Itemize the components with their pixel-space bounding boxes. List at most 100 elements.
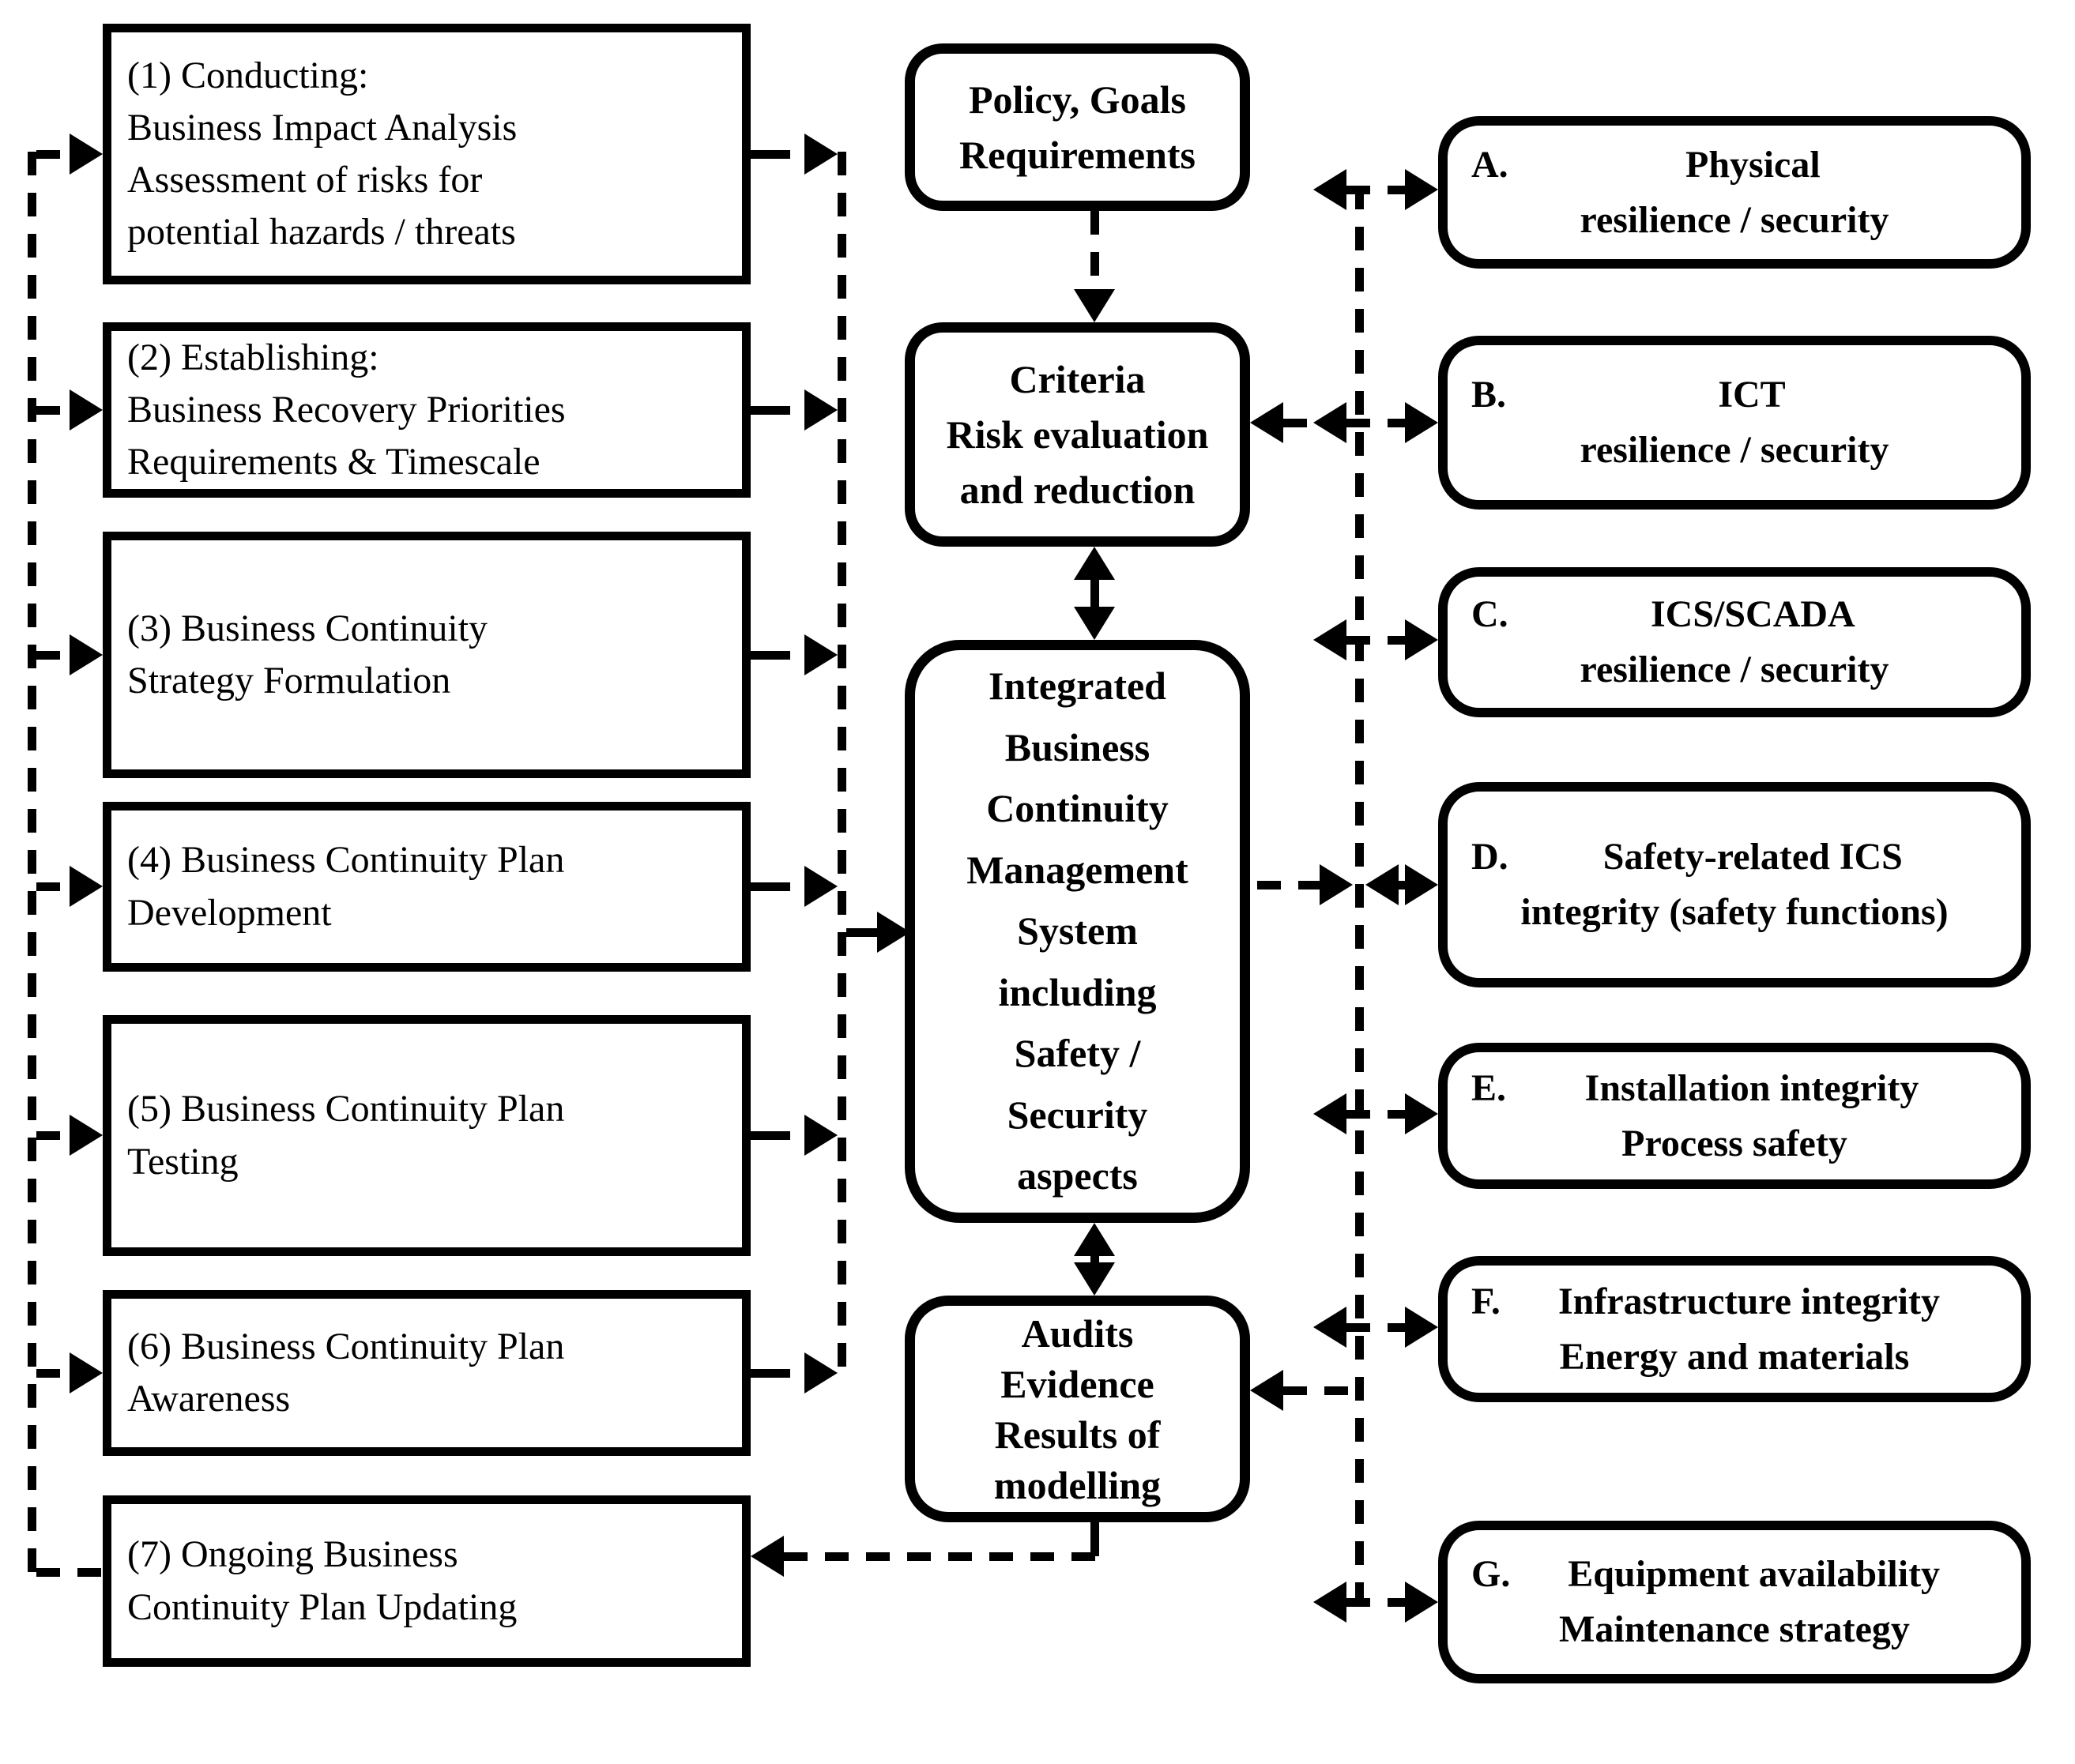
arrowhead-left-row-e xyxy=(1313,1093,1346,1134)
arrowhead-into-box-7 xyxy=(751,1536,784,1577)
right-box-e-installation: E. Installation integrity Process safety xyxy=(1438,1043,2031,1189)
left-loop-feed-line-1 xyxy=(36,150,71,159)
arrowhead-into-box-a xyxy=(1405,169,1438,210)
right-box-b-ict: B. ICT resilience / security xyxy=(1438,336,2031,510)
left-loop-feed-line-2 xyxy=(36,406,71,415)
center-box-policy-goals: Policy, Goals Requirements xyxy=(905,43,1250,211)
right-box-f-line1: Infrastructure integrity xyxy=(1557,1280,1940,1322)
center-box-audits-text: Audits Evidence Results of modelling xyxy=(993,1311,1162,1507)
left-loop-vertical-dashed-line xyxy=(28,152,36,1576)
right-box-b-letter: B. xyxy=(1471,374,1507,416)
collector-feed-line-4 xyxy=(751,882,804,891)
collector-feed-line-1 xyxy=(751,150,804,159)
collector-vertical-dashed-line xyxy=(838,152,846,1384)
arrowhead-feed-5-into-collector xyxy=(804,1115,838,1156)
right-bus-link-b xyxy=(1346,419,1405,427)
left-loop-feed-line-6 xyxy=(36,1369,71,1378)
right-box-a-line1: Physical xyxy=(1685,143,1821,186)
left-box-3-strategy-formulation: (3) Business Continuity Strategy Formula… xyxy=(103,532,751,778)
arrowhead-into-box-1 xyxy=(70,134,103,175)
left-loop-feed-line-3 xyxy=(36,651,71,660)
audits-to-box7-dashed-line xyxy=(784,1552,1099,1561)
right-box-d-letter: D. xyxy=(1471,836,1508,878)
right-bus-link-d xyxy=(1399,881,1405,890)
center-box-criteria-risk: Criteria Risk evaluation and reduction xyxy=(905,322,1250,547)
left-box-7-text: (7) Ongoing Business Continuity Plan Upd… xyxy=(127,1533,518,1628)
left-box-2-text: (2) Establishing: Business Recovery Prio… xyxy=(127,336,566,483)
right-box-e-letter: E. xyxy=(1471,1066,1507,1109)
arrowhead-feed-6-into-collector xyxy=(804,1352,838,1394)
integrated-to-bus-dashed-line xyxy=(1257,881,1320,890)
arrowhead-into-criteria-right xyxy=(1250,402,1283,443)
right-box-c-line1: ICS/SCADA xyxy=(1650,593,1855,636)
center-box-policy-text: Policy, Goals Requirements xyxy=(958,77,1196,177)
collector-feed-line-5 xyxy=(751,1131,804,1140)
center-box-criteria-text: Criteria Risk evaluation and reduction xyxy=(946,357,1209,512)
arrowhead-into-box-c xyxy=(1405,619,1438,660)
collector-feed-line-2 xyxy=(751,406,804,415)
criteria-integrated-link-line xyxy=(1090,577,1099,608)
arrowhead-up-into-criteria xyxy=(1074,547,1115,580)
right-bus-link-e xyxy=(1346,1110,1405,1119)
right-box-e-line2: Process safety xyxy=(1621,1122,1847,1164)
right-box-a-letter: A. xyxy=(1471,143,1508,186)
arrowhead-into-audits-right xyxy=(1250,1370,1283,1411)
right-box-g-line2: Maintenance strategy xyxy=(1559,1608,1910,1650)
left-box-5-text: (5) Business Continuity Plan Testing xyxy=(127,1088,565,1183)
arrowhead-feed-2-into-collector xyxy=(804,389,838,431)
arrowhead-left-from-bus-row-d xyxy=(1365,864,1399,905)
arrowhead-down-into-criteria xyxy=(1074,289,1115,322)
right-box-f-letter: F. xyxy=(1471,1280,1501,1322)
left-box-4-text: (4) Business Continuity Plan Development xyxy=(127,839,565,934)
left-box-6-text: (6) Business Continuity Plan Awareness xyxy=(127,1325,565,1420)
right-box-c-ics-scada: C.ICS/SCADA resilience / security xyxy=(1438,567,2031,717)
integrated-audits-link-line xyxy=(1090,1253,1099,1266)
right-box-g-letter: G. xyxy=(1471,1553,1511,1596)
center-box-integrated-text: Integrated Business Continuity Managemen… xyxy=(966,664,1188,1198)
center-box-audits-evidence: Audits Evidence Results of modelling xyxy=(905,1296,1250,1522)
arrowhead-into-integrated-box xyxy=(877,912,910,953)
right-box-e-line1: Installation integrity xyxy=(1584,1066,1919,1109)
arrowhead-into-box-2 xyxy=(70,389,103,431)
arrowhead-down-into-audits xyxy=(1074,1262,1115,1296)
arrowhead-up-into-integrated xyxy=(1074,1223,1115,1256)
left-box-4-plan-development: (4) Business Continuity Plan Development xyxy=(103,802,751,972)
arrowhead-feed-3-into-collector xyxy=(804,634,838,675)
left-box-1-conducting: (1) Conducting: Business Impact Analysis… xyxy=(103,24,751,284)
right-box-a-line2: resilience / security xyxy=(1580,198,1889,241)
bus-to-audits-dashed-line xyxy=(1283,1386,1355,1395)
policy-to-criteria-dashed-line xyxy=(1090,211,1099,290)
left-loop-feed-line-5 xyxy=(36,1131,71,1140)
left-box-1-text: (1) Conducting: Business Impact Analysis… xyxy=(127,54,518,254)
left-box-7-plan-updating: (7) Ongoing Business Continuity Plan Upd… xyxy=(103,1495,751,1667)
left-box-3-text: (3) Business Continuity Strategy Formula… xyxy=(127,607,488,701)
right-box-c-line2: resilience / security xyxy=(1580,649,1889,690)
right-box-b-line2: resilience / security xyxy=(1580,429,1889,471)
arrowhead-into-box-3 xyxy=(70,634,103,675)
arrowhead-right-into-bus-row-d xyxy=(1320,864,1353,905)
arrowhead-left-row-a xyxy=(1313,169,1346,210)
arrowhead-left-row-b xyxy=(1313,402,1346,443)
collector-feed-line-6 xyxy=(751,1369,804,1378)
arrowhead-left-row-g xyxy=(1313,1582,1346,1623)
left-box-5-plan-testing: (5) Business Continuity Plan Testing xyxy=(103,1015,751,1256)
right-box-a-physical: A. Physical resilience / security xyxy=(1438,116,2031,269)
right-bus-link-c xyxy=(1346,636,1405,645)
right-bus-link-a xyxy=(1346,186,1405,194)
arrowhead-into-box-5 xyxy=(70,1115,103,1156)
arrowhead-feed-4-into-collector xyxy=(804,866,838,907)
collector-to-integrated-line xyxy=(846,928,878,937)
audits-bottom-stub-line xyxy=(1090,1522,1099,1556)
right-box-f-line2: Energy and materials xyxy=(1559,1335,1910,1378)
right-box-b-line1: ICT xyxy=(1718,374,1786,416)
arrowhead-into-box-f xyxy=(1405,1307,1438,1348)
right-box-d-line2: integrity (safety functions) xyxy=(1520,891,1949,933)
arrowhead-left-row-c xyxy=(1313,619,1346,660)
left-box-2-establishing: (2) Establishing: Business Recovery Prio… xyxy=(103,322,751,498)
arrowhead-into-box-6 xyxy=(70,1352,103,1394)
arrowhead-into-box-e xyxy=(1405,1093,1438,1134)
arrowhead-feed-1-into-collector xyxy=(804,134,838,175)
arrowhead-down-into-integrated xyxy=(1074,607,1115,640)
right-box-d-safety-ics: D.Safety-related ICS integrity (safety f… xyxy=(1438,782,2031,987)
